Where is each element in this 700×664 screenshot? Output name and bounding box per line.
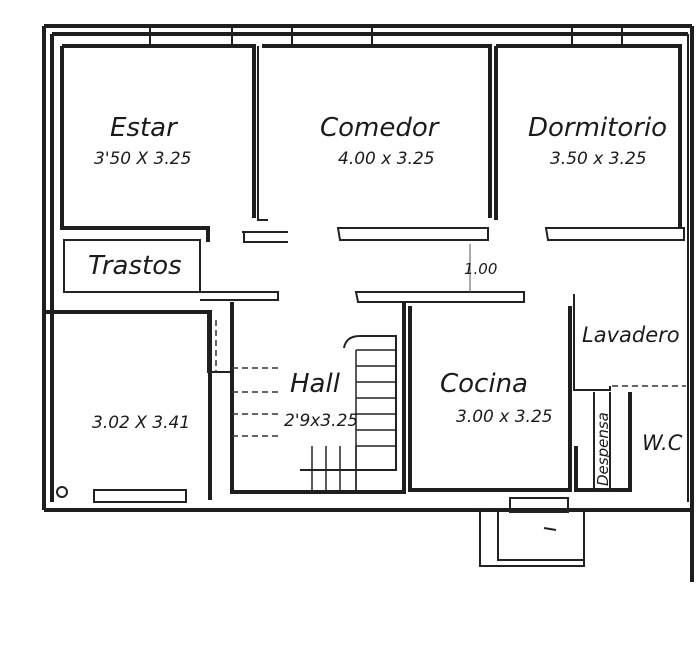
dormitorio-dims: 3.50 x 3.25: [550, 149, 647, 169]
room-labels: Estar 3'50 X 3.25 Comedor 4.00 x 3.25 Do…: [88, 113, 683, 486]
despensa-label: Despensa: [594, 412, 612, 486]
hall-dims: 2'9x3.25: [284, 411, 358, 431]
hall-label: Hall: [290, 369, 341, 399]
corridor-width: 1.00: [464, 260, 497, 278]
room-walls: [44, 44, 686, 567]
comedor-label: Comedor: [320, 113, 441, 143]
trastos-label: Trastos: [88, 251, 182, 281]
exterior-walls: [42, 24, 694, 582]
left-room-dims: 3.02 X 3.41: [92, 413, 190, 433]
comedor-dims: 4.00 x 3.25: [338, 149, 435, 169]
cocina-label: Cocina: [440, 369, 528, 399]
estar-label: Estar: [110, 113, 179, 143]
dormitorio-label: Dormitorio: [528, 113, 667, 143]
wc-label: W.C: [642, 431, 683, 455]
cocina-dims: 3.00 x 3.25: [456, 407, 553, 427]
lavadero-label: Lavadero: [582, 323, 680, 347]
estar-dims: 3'50 X 3.25: [94, 149, 191, 169]
